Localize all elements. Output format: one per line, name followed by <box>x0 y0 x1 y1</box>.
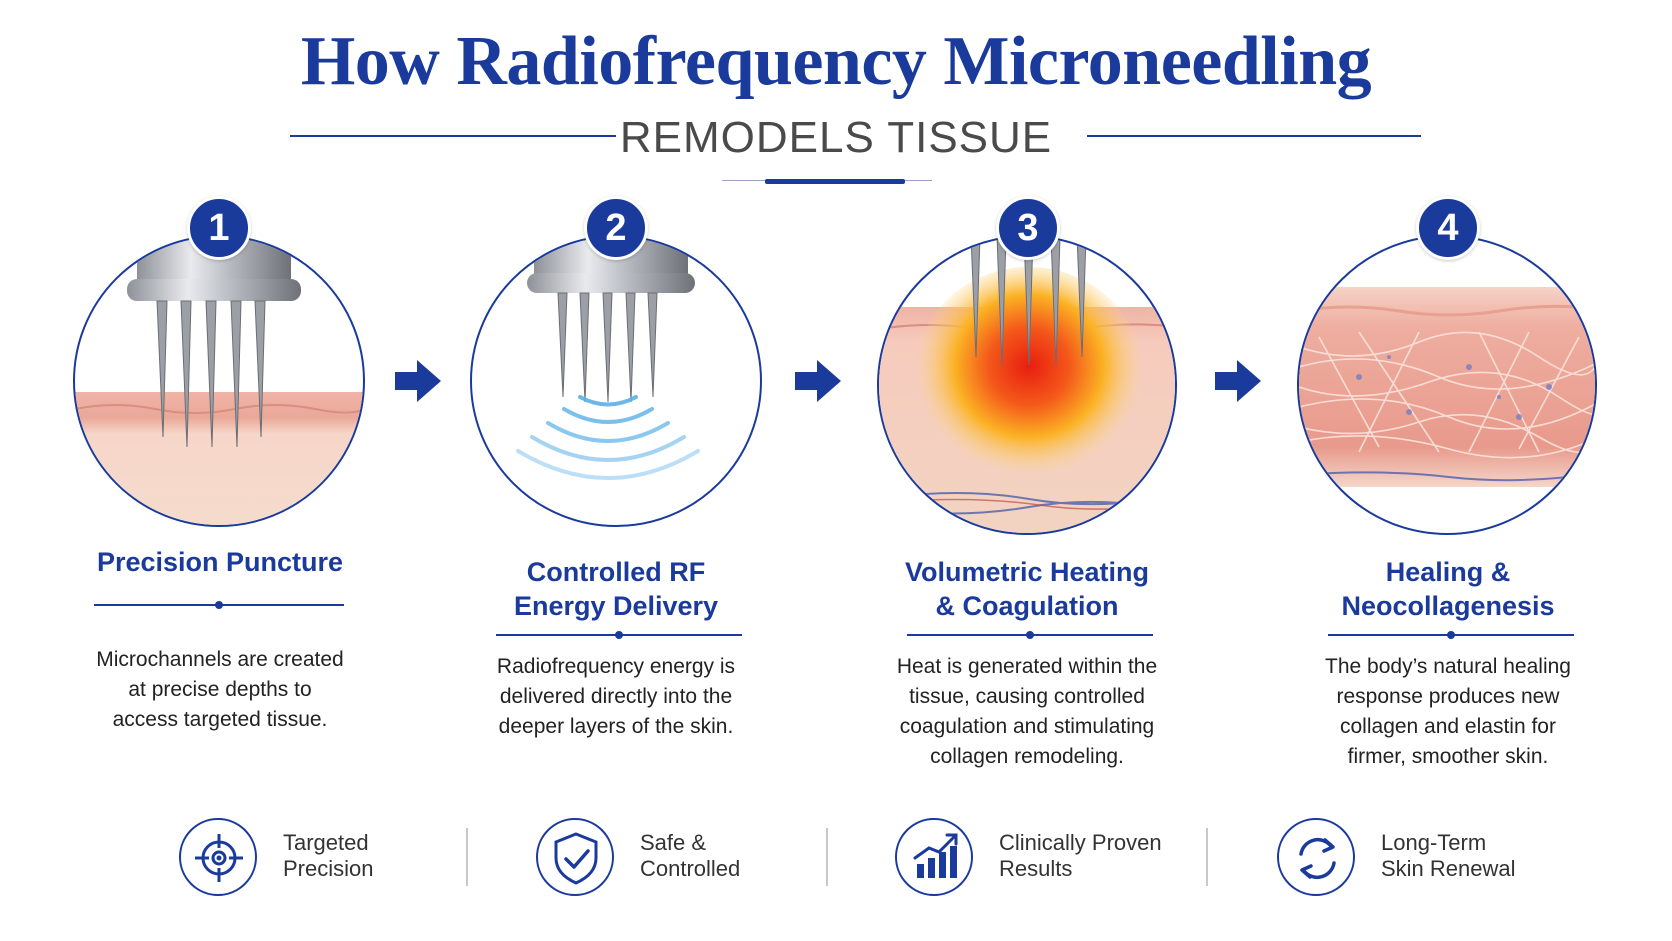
step-2-badge: 2 <box>584 196 648 260</box>
step-4-divider-dot <box>1447 631 1455 639</box>
step-1-illustration <box>73 235 365 527</box>
step-2-illustration <box>470 235 762 527</box>
step-3-divider-dot <box>1026 631 1034 639</box>
arrow-right-icon <box>395 360 441 402</box>
step-2-divider-dot <box>615 631 623 639</box>
shield-check-icon <box>536 818 614 896</box>
step-4-illustration <box>1297 235 1597 535</box>
subtitle-rule-right <box>1087 135 1421 137</box>
step-1-title: Precision Puncture <box>96 547 344 577</box>
feature-safe-controlled: Safe & Controlled <box>536 816 786 900</box>
step-3-description: Heat is generated within the tissue, cau… <box>896 655 1158 768</box>
step-4-title: Healing & Neocollagenesis <box>1341 557 1555 621</box>
renew-cycle-icon <box>1277 818 1355 896</box>
feature-clinically-proven: Clinically Proven Results <box>895 816 1195 900</box>
arrow-right-icon <box>1215 360 1261 402</box>
subtitle-rule-left <box>290 135 616 137</box>
feature-targeted-precision: Targeted Precision <box>179 816 429 900</box>
feature-separator <box>826 828 828 886</box>
step-4-description: The body’s natural healing response prod… <box>1325 655 1571 768</box>
feature-label: Targeted Precision <box>283 830 374 881</box>
target-icon <box>179 818 257 896</box>
page-title: How Radiofrequency Microneedling <box>300 23 1372 100</box>
step-2-title: Controlled RF Energy Delivery <box>513 557 719 621</box>
step-3-illustration <box>877 235 1177 535</box>
feature-separator <box>466 828 468 886</box>
step-4-badge: 4 <box>1416 196 1480 260</box>
chart-growth-icon <box>895 818 973 896</box>
feature-label: Clinically Proven Results <box>999 830 1162 881</box>
feature-label: Long-Term Skin Renewal <box>1381 830 1516 881</box>
arrow-right-icon <box>795 360 841 402</box>
step-3-title: Volumetric Heating & Coagulation <box>904 557 1150 621</box>
feature-long-term-renewal: Long-Term Skin Renewal <box>1277 816 1557 900</box>
step-1-description: Microchannels are created at precise dep… <box>96 648 344 731</box>
subtitle-row: REMODELS TISSUE <box>0 108 1672 168</box>
step-3-badge: 3 <box>996 196 1060 260</box>
step-1-divider-dot <box>215 601 223 609</box>
feature-label: Safe & Controlled <box>640 830 741 881</box>
feature-separator <box>1206 828 1208 886</box>
page-subtitle: REMODELS TISSUE <box>619 113 1053 162</box>
subtitle-accent-bar <box>765 179 905 184</box>
step-1-badge: 1 <box>187 196 251 260</box>
step-2-description: Radiofrequency energy is delivered direc… <box>496 655 736 738</box>
